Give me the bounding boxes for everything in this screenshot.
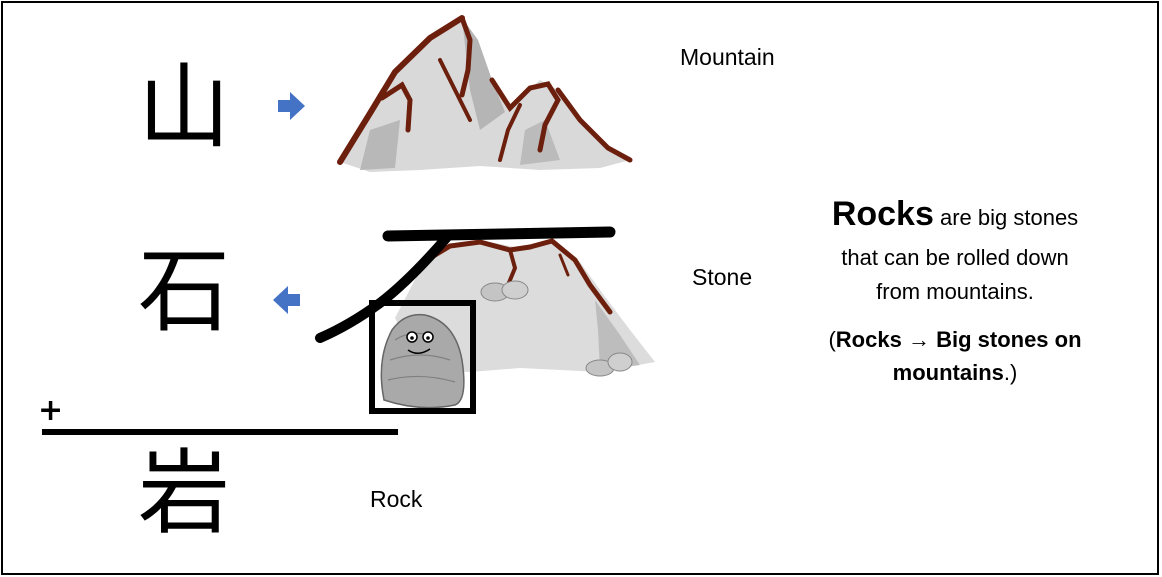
stone-top-stroke	[388, 232, 610, 236]
mountain-illustration	[340, 18, 630, 172]
explanation-line-2: that can be rolled down	[790, 241, 1120, 275]
note-close-paren: .)	[1004, 360, 1017, 385]
arrow-right-icon	[278, 92, 305, 120]
explanation-line-3: from mountains.	[790, 275, 1120, 309]
explanation-block: Rocks are big stones that can be rolled …	[790, 188, 1120, 389]
explanation-headline-word: Rocks	[832, 195, 934, 233]
arrow-left-icon	[273, 286, 300, 314]
note-word-rocks: Rocks	[836, 327, 902, 352]
explanation-note: (Rocks → Big stones on mountains.)	[790, 323, 1120, 389]
explanation-headline-rest: are big stones	[934, 205, 1078, 230]
note-arrow: →	[902, 327, 936, 352]
note-open-paren: (	[828, 327, 835, 352]
explanation-line-1: Rocks are big stones	[790, 188, 1120, 241]
